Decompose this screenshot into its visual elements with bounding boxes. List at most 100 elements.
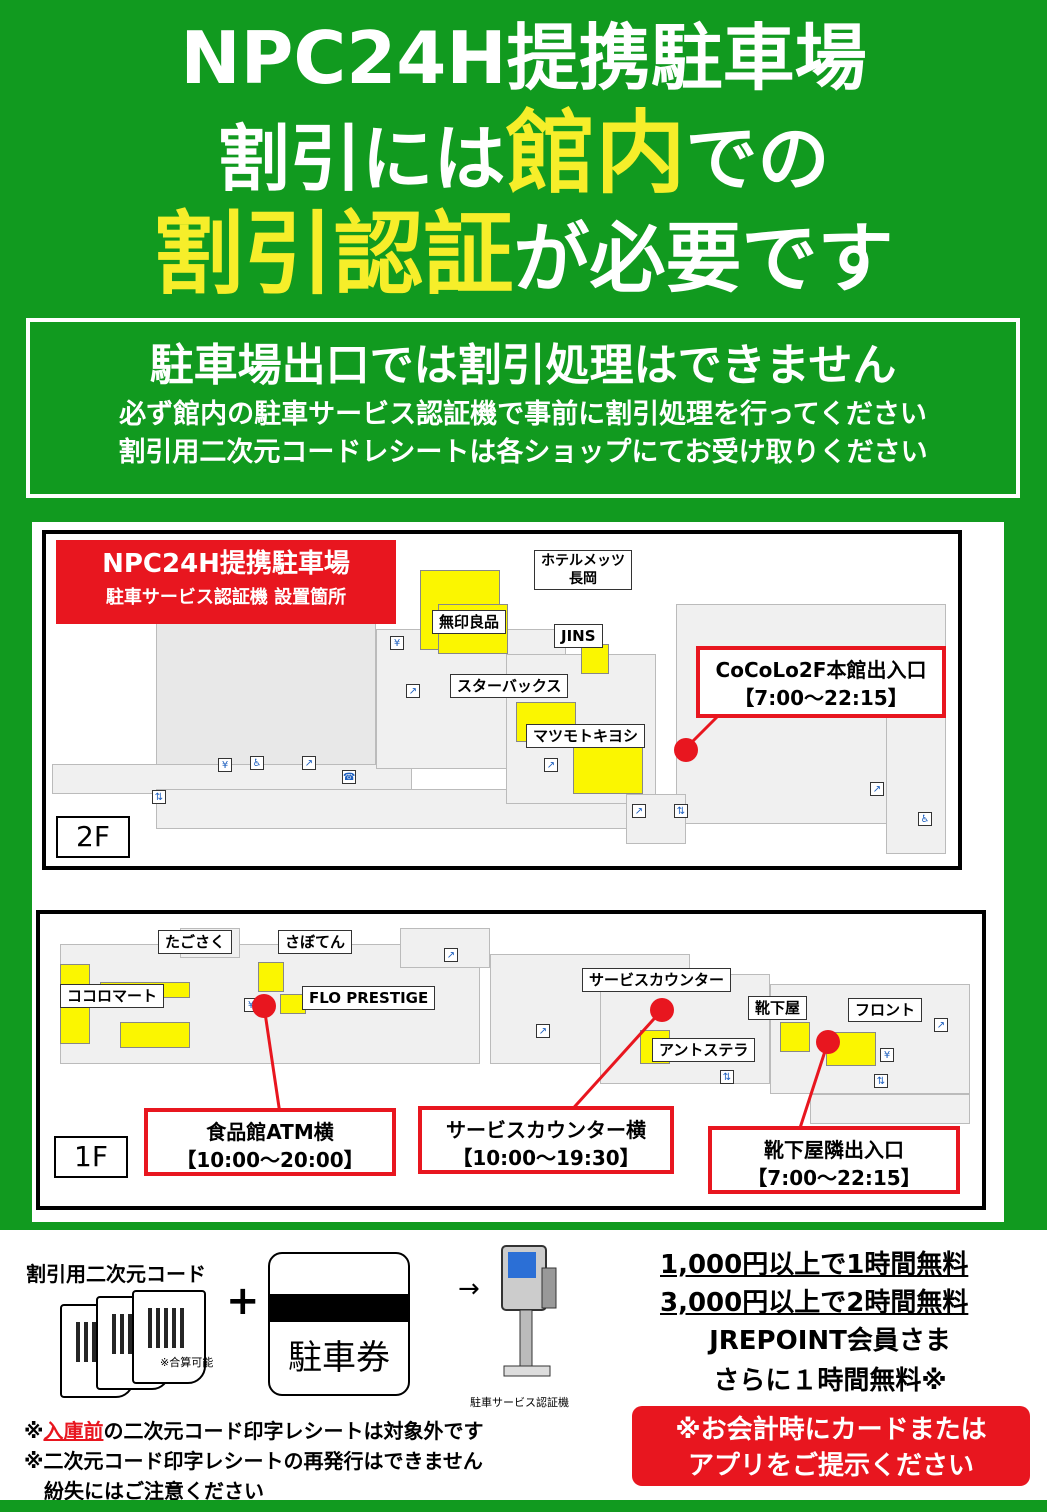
location-pin-2f xyxy=(674,738,698,762)
headline-line1: NPC24H提携駐車場 xyxy=(180,16,867,100)
bottom-info: 割引用二次元コード ※合算可能 + 駐車券 → 駐車サービス認証機 ※入庫前の二… xyxy=(0,1230,1047,1503)
escalator-icon: ↗ xyxy=(544,758,558,772)
location-1f-kutsushita-name: 靴下屋隣出入口 xyxy=(764,1138,904,1162)
shop-kokoro-3 xyxy=(120,1022,190,1048)
map-title: NPC24H提携駐車場 xyxy=(102,549,350,579)
label-sabo: さぼてん xyxy=(278,930,353,954)
yen-icon: ¥ xyxy=(880,1048,894,1062)
label-flo: FLO PRESTIGE xyxy=(302,986,436,1010)
escalator-icon: ↗ xyxy=(632,804,646,818)
location-1f-service-hours: 【10:00～19:30】 xyxy=(452,1146,640,1170)
headline-line3: 割引認証が必要です xyxy=(0,200,1047,314)
machine-note: 駐車サービス認証機 xyxy=(470,1396,569,1409)
arrow-right-icon: → xyxy=(458,1274,480,1304)
location-1f-atm-name: 食品館ATM横 xyxy=(206,1120,334,1144)
card-notice-line1: ※お会計時にカードまたは xyxy=(675,1415,987,1445)
escalator-icon: ↗ xyxy=(406,684,420,698)
jre-line1: JREPOINT会員さま xyxy=(709,1326,951,1356)
card-notice: ※お会計時にカードまたは アプリをご提示ください xyxy=(632,1406,1030,1486)
location-2f-box: CoCoLo2F本館出入口 【7:00～22:15】 xyxy=(696,646,946,718)
location-1f-atm-box: 食品館ATM横 【10:00～20:00】 xyxy=(144,1108,396,1176)
restroom-icon: ♿ xyxy=(250,756,264,770)
yen-icon: ¥ xyxy=(218,758,232,772)
label-kokoro: ココロマート xyxy=(60,984,165,1008)
location-1f-kutsushita-box: 靴下屋隣出入口 【7:00～22:15】 xyxy=(708,1126,960,1194)
floor-map-1f: たごさく さぼてん ココロマート FLO PRESTIGE サービスカウンター … xyxy=(36,910,986,1210)
label-tagosaku: たごさく xyxy=(158,930,233,954)
green-footer-bar xyxy=(0,1500,1047,1512)
headline-line2-post: での xyxy=(685,117,830,201)
card-notice-line2: アプリをご提示ください xyxy=(687,1451,974,1481)
floor-badge-1f: 1F xyxy=(54,1136,128,1178)
restroom-icon: ♿ xyxy=(918,812,932,826)
map-area xyxy=(600,974,770,1084)
qr-code-icon xyxy=(148,1308,188,1348)
rule-1000yen: 1,000円以上で1時間無料 xyxy=(660,1250,969,1280)
yen-icon: ¥ xyxy=(390,636,404,650)
note-1: ※入庫前の二次元コード印字レシートは対象外です xyxy=(24,1416,483,1446)
elevator-icon: ⇅ xyxy=(152,790,166,804)
shop-kutsushita xyxy=(780,1022,810,1052)
location-pin-service xyxy=(650,998,674,1022)
headline-highlight-kannai: 館内 xyxy=(505,101,686,206)
location-pin-kutsushita xyxy=(816,1030,840,1054)
headline-line2-pre: 割引には xyxy=(217,117,506,201)
map-subtitle: 駐車サービス認証機 設置箇所 xyxy=(105,587,347,608)
floor-badge-2f: 2F xyxy=(56,816,130,858)
jre-line2: さらに１時間無料※ xyxy=(713,1366,947,1396)
maps-panel: ホテルメッツ 長岡 無印良品 JINS スターバックス マツモトキヨシ ¥ ↗ … xyxy=(32,522,1004,1222)
location-1f-service-box: サービスカウンター横 【10:00～19:30】 xyxy=(418,1106,674,1174)
label-jins: JINS xyxy=(554,624,603,648)
rule-3000yen: 3,000円以上で2時間無料 xyxy=(660,1288,969,1318)
label-antstella: アントステラ xyxy=(652,1038,756,1062)
shop-sabo xyxy=(258,962,284,992)
note-1-red: 入庫前 xyxy=(43,1419,104,1443)
validation-machine-icon xyxy=(501,1245,557,1377)
label-matsumoto: マツモトキヨシ xyxy=(526,724,646,748)
label-starbucks: スターバックス xyxy=(450,674,569,698)
elevator-icon: ⇅ xyxy=(674,804,688,818)
headline-highlight-discount: 割引認証 xyxy=(153,202,514,307)
qr-receipt xyxy=(132,1290,206,1384)
qr-label: 割引用二次元コード xyxy=(26,1262,206,1286)
map-title-badge: NPC24H提携駐車場 駐車サービス認証機 設置箇所 xyxy=(56,540,396,624)
label-kutsushita: 靴下屋 xyxy=(748,996,808,1020)
location-1f-kutsushita-hours: 【7:00～22:15】 xyxy=(747,1166,921,1190)
plus-sign: + xyxy=(226,1278,260,1324)
note-2: ※二次元コード印字レシートの再発行はできません xyxy=(24,1449,483,1473)
location-pin-atm xyxy=(252,994,276,1018)
parking-ticket: 駐車券 xyxy=(268,1252,410,1396)
qr-receipts xyxy=(60,1290,240,1400)
parking-ticket-label: 駐車券 xyxy=(288,1338,390,1378)
note-3: 紛失にはご注意ください xyxy=(44,1479,264,1503)
elevator-icon: ⇅ xyxy=(720,1070,734,1084)
floor-map-2f: ホテルメッツ 長岡 無印良品 JINS スターバックス マツモトキヨシ ¥ ↗ … xyxy=(42,530,962,870)
qr-note: ※合算可能 xyxy=(160,1356,214,1369)
note-1-prefix: ※ xyxy=(24,1419,44,1443)
map-area xyxy=(810,1094,970,1124)
notice-box: 駐車場出口では割引処理はできません 必ず館内の駐車サービス認証機で事前に割引処理… xyxy=(26,318,1020,498)
escalator-icon: ↗ xyxy=(302,756,316,770)
map-stairs xyxy=(626,794,686,844)
location-1f-atm-hours: 【10:00～20:00】 xyxy=(176,1148,364,1172)
label-service: サービスカウンター xyxy=(582,968,732,992)
location-2f-hours: 【7:00～22:15】 xyxy=(734,686,908,710)
notice-line1: 必ず館内の駐車サービス認証機で事前に割引処理を行ってください xyxy=(119,399,927,430)
escalator-icon: ↗ xyxy=(934,1018,948,1032)
headline-line3-post: が必要です xyxy=(513,214,894,303)
notice-title: 駐車場出口では割引処理はできません xyxy=(149,340,897,391)
label-hotel: ホテルメッツ 長岡 xyxy=(534,550,632,590)
location-1f-service-name: サービスカウンター横 xyxy=(446,1118,646,1142)
escalator-icon: ↗ xyxy=(870,782,884,796)
notice-line2: 割引用二次元コードレシートは各ショップにてお受け取りください xyxy=(118,437,928,468)
phone-icon: ☎ xyxy=(342,770,356,784)
caution-notes: ※入庫前の二次元コード印字レシートは対象外です ※二次元コード印字レシートの再発… xyxy=(24,1416,483,1506)
map-area xyxy=(886,714,946,854)
location-2f-name: CoCoLo2F本館出入口 xyxy=(715,658,927,682)
label-front: フロント xyxy=(848,998,923,1022)
magnetic-strip xyxy=(270,1294,408,1322)
escalator-icon: ↗ xyxy=(536,1024,550,1038)
label-muji: 無印良品 xyxy=(432,610,507,634)
escalator-icon: ↗ xyxy=(444,948,458,962)
